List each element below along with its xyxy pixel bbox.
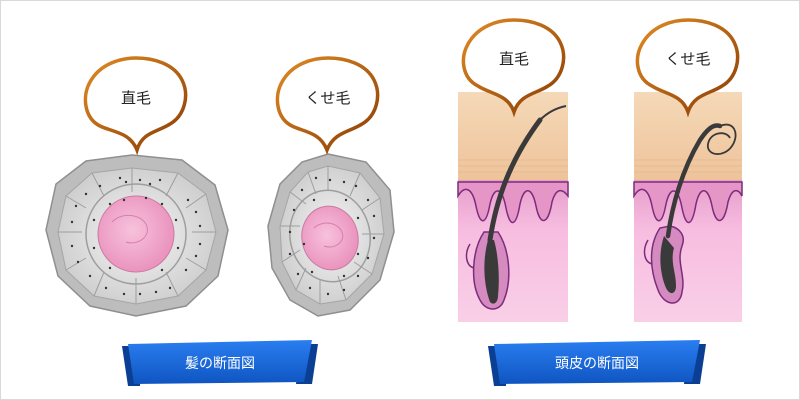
ribbon-hair-section: 髪の断面図: [122, 340, 318, 386]
bubble-label-scalp-curly: くせ毛: [665, 50, 710, 68]
bubble-scalp-straight: 直毛: [461, 18, 566, 118]
hair-section-straight: 直毛: [45, 56, 229, 317]
ribbon-label-hair-section: 髪の断面図: [185, 356, 255, 372]
scalp-section-curly: くせ毛: [633, 18, 743, 322]
ribbon-label-scalp-section: 頭皮の断面図: [555, 356, 639, 372]
ribbon-scalp-section: 頭皮の断面図: [488, 340, 706, 386]
bubble-hair-curly: くせ毛: [275, 56, 380, 155]
bubble-scalp-curly: くせ毛: [635, 18, 740, 118]
bubble-hair-straight: 直毛: [83, 56, 188, 156]
hair-section-curly: くせ毛: [267, 56, 395, 317]
scalp-section-straight: 直毛: [457, 18, 569, 322]
bubble-label-scalp-straight: 直毛: [499, 50, 529, 68]
bubble-label-hair-curly: くせ毛: [305, 89, 350, 107]
bubble-label-hair-straight: 直毛: [121, 89, 151, 107]
